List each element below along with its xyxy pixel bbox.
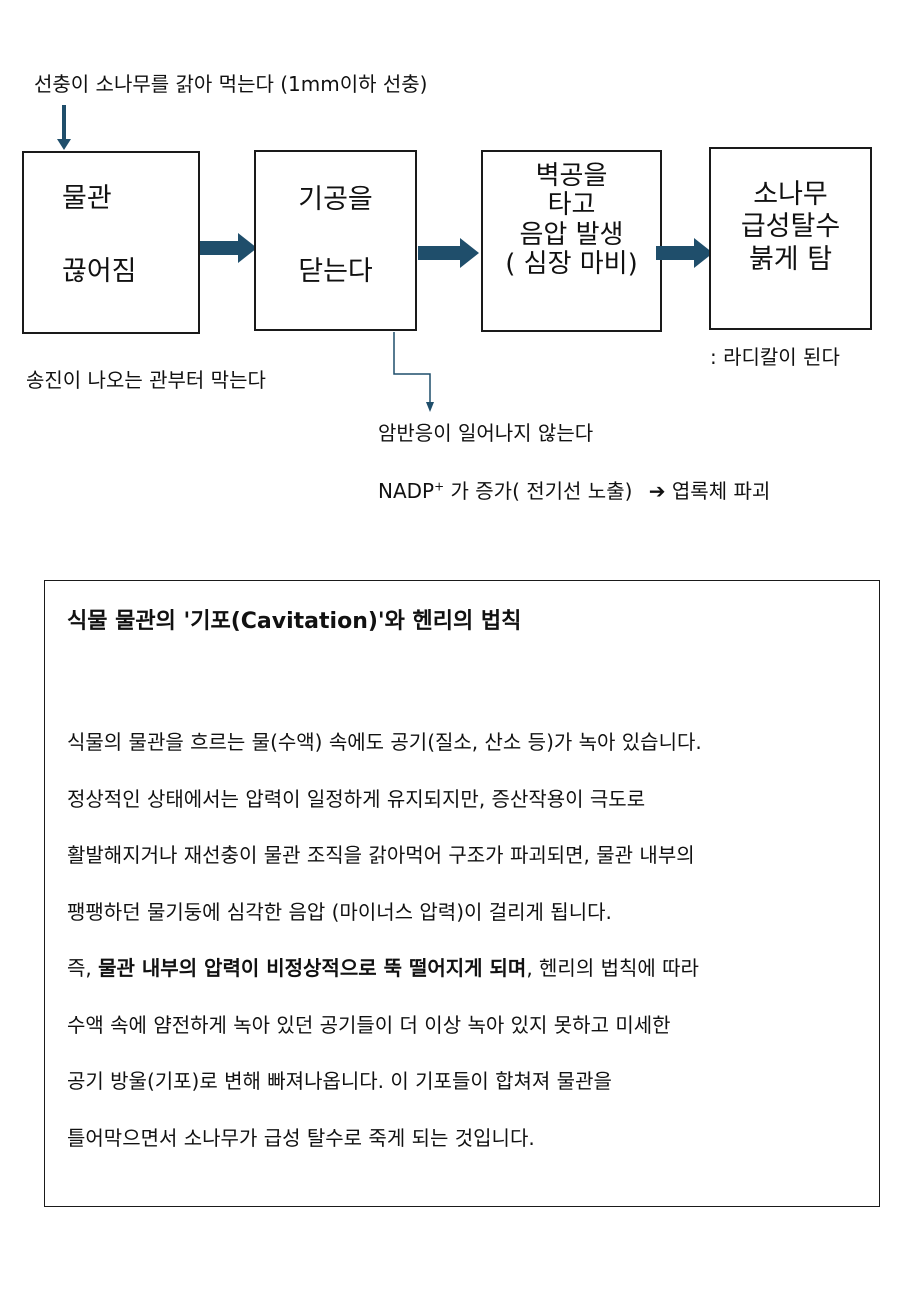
line5-bold: 물관 내부의 압력이 비정상적으로 뚝 떨어지게 되며 [98,956,527,980]
nadp-term: NADP [378,479,435,503]
box3-line1: 벽공을 [535,161,608,191]
top-label: 선충이 소나무를 갉아 먹는다 (1mm이하 선충) [34,72,428,96]
panel-body: 식물의 물관을 흐르는 물(수액) 속에도 공기(질소, 산소 등)가 녹아 있… [67,714,857,1166]
right-arrow-icon [418,238,479,268]
line5-prefix: 즉, [67,956,99,980]
body-line: 식물의 물관을 흐르는 물(수액) 속에도 공기(질소, 산소 등)가 녹아 있… [67,730,702,754]
nadp-superscript: + [434,479,445,494]
body-line-emphasis: 즉, 물관 내부의 압력이 비정상적으로 뚝 떨어지게 되며, 헨리의 법칙에 … [67,940,857,997]
box-pine-dehydration: 소나무 급성탈수 붉게 탐 [709,147,872,330]
line5-suffix: , 헨리의 법칙에 따라 [526,956,699,980]
nadp-line: NADP+ 가 증가( 전기선 노출) ➔ 엽록체 파괴 [378,479,770,503]
box1-line2: 끊어짐 [62,256,137,287]
box3-line4: ( 심장 마비) [505,249,638,280]
box-stomata-close: 기공을 닫는다 [254,150,417,331]
box-negative-pressure: 벽공을 타고 음압 발생 ( 심장 마비) [481,150,662,332]
body-line: 수액 속에 얌전하게 녹아 있던 공기들이 더 이상 녹아 있지 못하고 미세한 [67,1012,671,1037]
box4-line1: 소나무 [753,179,828,210]
body-line: 틀어막으면서 소나무가 급성 탈수로 죽게 되는 것입니다. [67,1125,535,1150]
right-arrow-icon [200,233,257,263]
box4-caption: : 라디칼이 된다 [710,345,840,369]
box3-line2: 타고 [547,190,596,221]
box2-line1: 기공을 [298,184,373,215]
panel-title: 식물 물관의 '기포(Cavitation)'와 헨리의 법칙 [67,609,522,634]
box3-line3: 음압 발생 [519,219,624,250]
body-line: 활발해지거나 재선충이 물관 조직을 갉아먹어 구조가 파괴되면, 물관 내부의 [67,843,695,867]
body-line: 공기 방울(기포)로 변해 빠져나옵니다. 이 기포들이 합쳐져 물관을 [67,1069,612,1093]
body-line: 정상적인 상태에서는 압력이 일정하게 유지되지만, 증산작용이 극도로 [67,786,646,811]
explanation-panel: 식물 물관의 '기포(Cavitation)'와 헨리의 법칙 식물의 물관을 … [44,580,880,1207]
result-arrow-icon: ➔ [648,479,666,503]
box4-line2: 급성탈수 [740,211,841,243]
box1-caption: 송진이 나오는 관부터 막는다 [26,368,266,392]
branch-arrow-icon [393,332,434,412]
branch-label: 암반응이 일어나지 않는다 [378,421,594,445]
box4-line3: 붉게 탐 [748,243,833,275]
right-arrow-icon [656,238,713,268]
down-arrow-icon [57,105,71,150]
box2-line2: 닫는다 [298,256,373,287]
body-line: 팽팽하던 물기둥에 심각한 음압 (마이너스 압력)이 걸리게 됩니다. [67,899,612,924]
nadp-increase: 가 증가( 전기선 노출) [444,479,633,503]
nadp-result: 엽록체 파괴 [671,479,771,503]
box1-line1: 물관 [62,183,112,214]
box-xylem-cut: 물관 끊어짐 [22,151,200,334]
